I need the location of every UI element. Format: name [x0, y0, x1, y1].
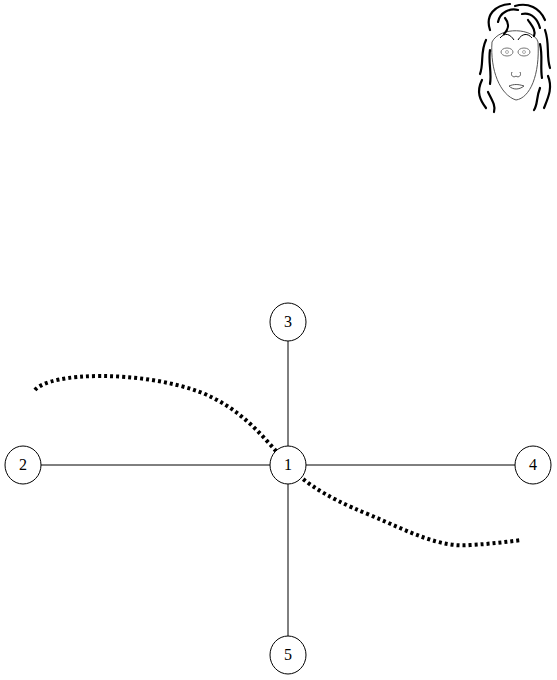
node-number: 3: [284, 314, 292, 330]
dotted-curve: [35, 376, 522, 545]
connector-line: [41, 465, 270, 466]
node-number: 2: [19, 457, 27, 473]
connector-line: [288, 484, 289, 636]
node-number: 4: [529, 457, 537, 473]
node-number: 1: [284, 457, 292, 473]
connector-line: [288, 341, 289, 446]
node-circle: 4: [514, 445, 552, 485]
connector-line: [306, 465, 515, 466]
node-circle: 5: [269, 635, 307, 675]
node-circle: 1: [269, 445, 307, 485]
node-number: 5: [284, 647, 292, 663]
face-drawing: [479, 4, 550, 112]
node-circle: 2: [4, 445, 42, 485]
node-circle: 3: [269, 302, 307, 342]
